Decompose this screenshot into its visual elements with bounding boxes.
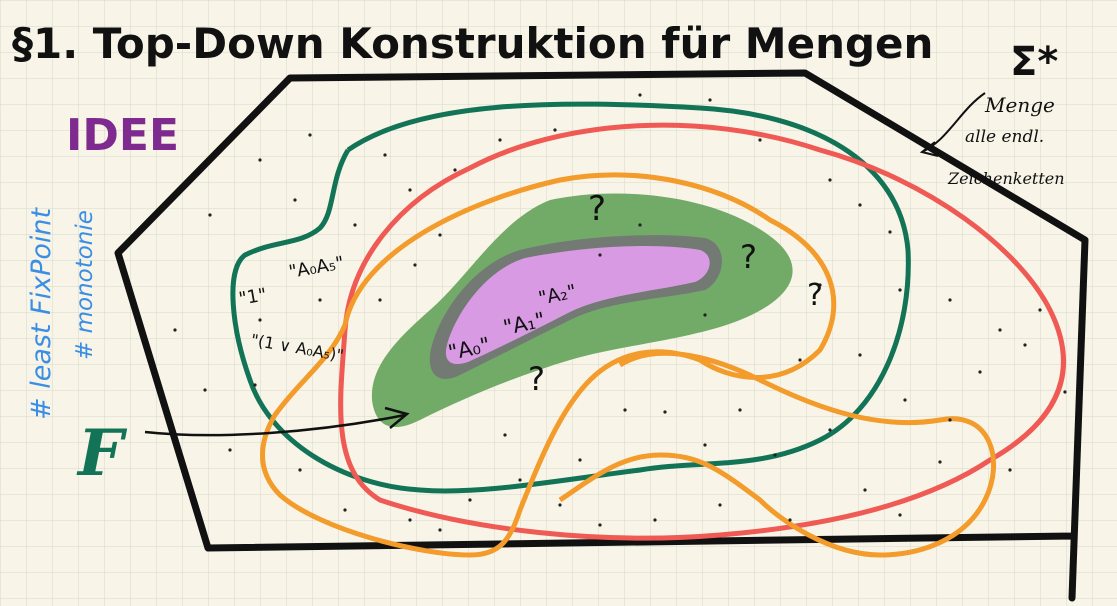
element-dots xyxy=(173,93,1067,532)
green-set-curve xyxy=(230,101,911,494)
red-set-curve xyxy=(338,122,1066,541)
sigma-note-line-1: Menge xyxy=(984,93,1055,117)
sigma-star-label: Σ* xyxy=(1010,39,1058,85)
f-arrow-line xyxy=(144,413,406,437)
f-arrow-head xyxy=(384,406,410,429)
sigma-note-line-3: Zeichenketten xyxy=(947,169,1065,188)
question-mark-3: ? xyxy=(807,278,823,313)
idee-label: IDEE xyxy=(66,110,179,161)
hashtag-least-fixpoint: # least FixPoint xyxy=(26,206,57,420)
page-title: §1. Top-Down Konstruktion für Mengen xyxy=(12,19,933,68)
sigma-note-pointer xyxy=(919,92,986,157)
inner-purple-region xyxy=(445,246,710,365)
string-1: "1" xyxy=(237,284,268,310)
question-mark-4: ? xyxy=(528,360,545,398)
orange-set-curve xyxy=(260,172,997,558)
question-mark-1: ? xyxy=(588,189,606,229)
hashtag-monotonie: # monotonie xyxy=(72,210,98,360)
f-label: F xyxy=(76,416,128,491)
question-mark-2: ? xyxy=(740,238,757,276)
sigma-note-line-2: alle endl. xyxy=(965,127,1044,147)
sigma-star-hexagon xyxy=(114,69,1089,602)
